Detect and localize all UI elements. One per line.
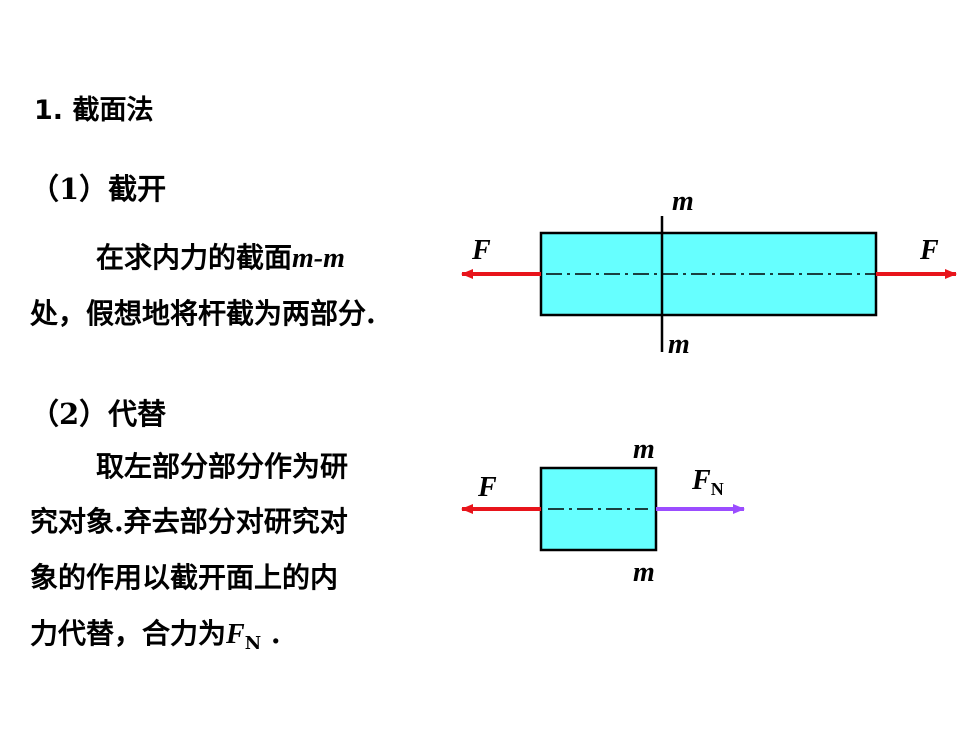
step2-text-line3: 象的作用以截开面上的内 (30, 561, 339, 594)
step2-text-line2: 究对象.弃去部分对研究对 (30, 505, 348, 538)
section-label-top: m (672, 186, 694, 217)
step1-title: （1）截开 (30, 172, 167, 206)
step1-text-prefix: 在求内力的截面 (96, 241, 293, 274)
internal-force-symbol: F (691, 465, 711, 496)
applied-force-label: F (477, 472, 497, 503)
part-section-label-bottom: m (633, 557, 655, 588)
left-part-diagram: m m F FN (461, 434, 745, 588)
part-section-label-top: m (633, 434, 655, 465)
step2-text-line1: 取左部分部分作为研 (96, 450, 349, 483)
section-heading: 1. 截面法 (34, 95, 154, 126)
full-bar (539, 231, 878, 317)
right-force-label: F (919, 235, 939, 266)
full-bar-diagram: m m F F (461, 186, 957, 360)
step2-text-prefix: 力代替，合力为 (30, 617, 227, 650)
resultant-force-sub: N (244, 633, 262, 654)
left-force-label: F (471, 235, 491, 266)
internal-force-sub: N (711, 479, 724, 499)
step2-title: （2）代替 (30, 397, 167, 431)
section-name-var: m-m (292, 243, 345, 274)
section-label-bottom: m (668, 329, 690, 360)
internal-force-label: FN (691, 465, 724, 499)
resultant-force-var: F (226, 619, 245, 650)
step2-text-line4: 力代替，合力为FN . (30, 612, 281, 654)
step2-text-suffix: . (261, 617, 281, 650)
step1-text-line1: 在求内力的截面m-m (30, 236, 345, 276)
step1-text-line2: 处，假想地将杆截为两部分. (30, 297, 376, 330)
